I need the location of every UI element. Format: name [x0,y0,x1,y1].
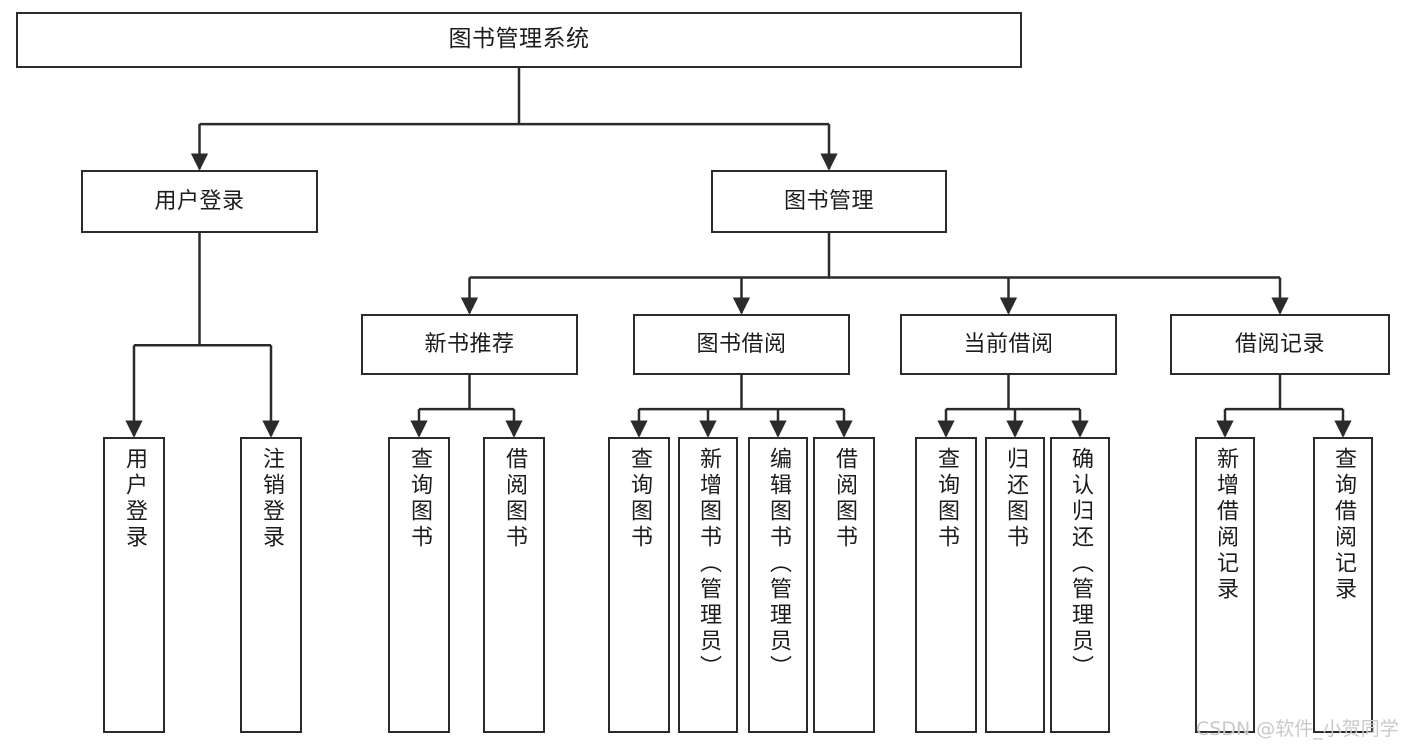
node-label: 借阅图书 [502,447,527,551]
node-leaf-confirm[interactable]: 确认归还（管理员） [1050,437,1110,733]
node-leaf-logout[interactable]: 注销登录 [240,437,302,733]
node-label: 查询借阅记录 [1331,447,1356,603]
node-root[interactable]: 图书管理系统 [16,12,1022,68]
node-leaf-query1[interactable]: 查询图书 [388,437,450,733]
node-label: 查询图书 [627,447,652,551]
node-label: 借阅记录 [1234,331,1325,357]
node-label: 用户登录 [122,447,147,551]
node-newbook[interactable]: 新书推荐 [361,314,578,375]
node-label: 新增图书（管理员） [696,447,721,681]
node-leaf-login[interactable]: 用户登录 [103,437,165,733]
node-label: 新增借阅记录 [1213,447,1238,603]
node-borrow[interactable]: 图书借阅 [633,314,850,375]
node-leaf-query2[interactable]: 查询图书 [608,437,670,733]
node-label: 归还图书 [1003,447,1028,551]
csdn-watermark: CSDN @软件_小贺同学 [1196,718,1399,740]
node-leaf-borrow1[interactable]: 借阅图书 [483,437,545,733]
node-current[interactable]: 当前借阅 [900,314,1117,375]
node-label: 借阅图书 [832,447,857,551]
node-label: 注销登录 [259,447,284,551]
node-label: 查询图书 [407,447,432,551]
node-login[interactable]: 用户登录 [81,170,318,233]
node-label: 新书推荐 [424,331,515,357]
node-label: 当前借阅 [963,331,1054,357]
node-label: 查询图书 [934,447,959,551]
node-label: 用户登录 [154,188,245,214]
node-label: 图书管理系统 [448,26,590,53]
node-records[interactable]: 借阅记录 [1170,314,1390,375]
node-leaf-query3[interactable]: 查询图书 [915,437,977,733]
node-label: 编辑图书（管理员） [766,447,791,681]
node-leaf-edit[interactable]: 编辑图书（管理员） [748,437,808,733]
node-leaf-queryrec[interactable]: 查询借阅记录 [1313,437,1373,733]
node-leaf-addrec[interactable]: 新增借阅记录 [1195,437,1255,733]
node-leaf-borrow2[interactable]: 借阅图书 [813,437,875,733]
node-leaf-add[interactable]: 新增图书（管理员） [678,437,738,733]
node-label: 图书管理 [783,188,874,214]
node-leaf-return[interactable]: 归还图书 [985,437,1045,733]
node-label: 图书借阅 [696,331,787,357]
node-label: 确认归还（管理员） [1068,447,1093,681]
node-bookmgmt[interactable]: 图书管理 [711,170,947,233]
